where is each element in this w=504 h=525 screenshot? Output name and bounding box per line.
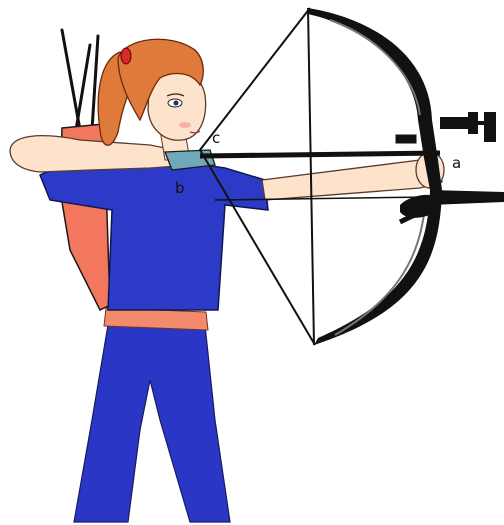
quiver-arrows [62, 30, 98, 130]
pants [74, 325, 230, 522]
arrow-shaft [200, 153, 440, 156]
hair-tie [121, 48, 131, 64]
stabilizer [400, 190, 504, 222]
bow-arm [262, 158, 442, 200]
cheek [179, 122, 191, 128]
label-b: b [175, 179, 185, 197]
label-a: a [452, 154, 461, 172]
belt [104, 308, 208, 330]
arrow-rest [395, 134, 417, 144]
label-c: c [212, 129, 220, 147]
drawing-arm [10, 136, 178, 172]
bow-sight [440, 112, 496, 142]
